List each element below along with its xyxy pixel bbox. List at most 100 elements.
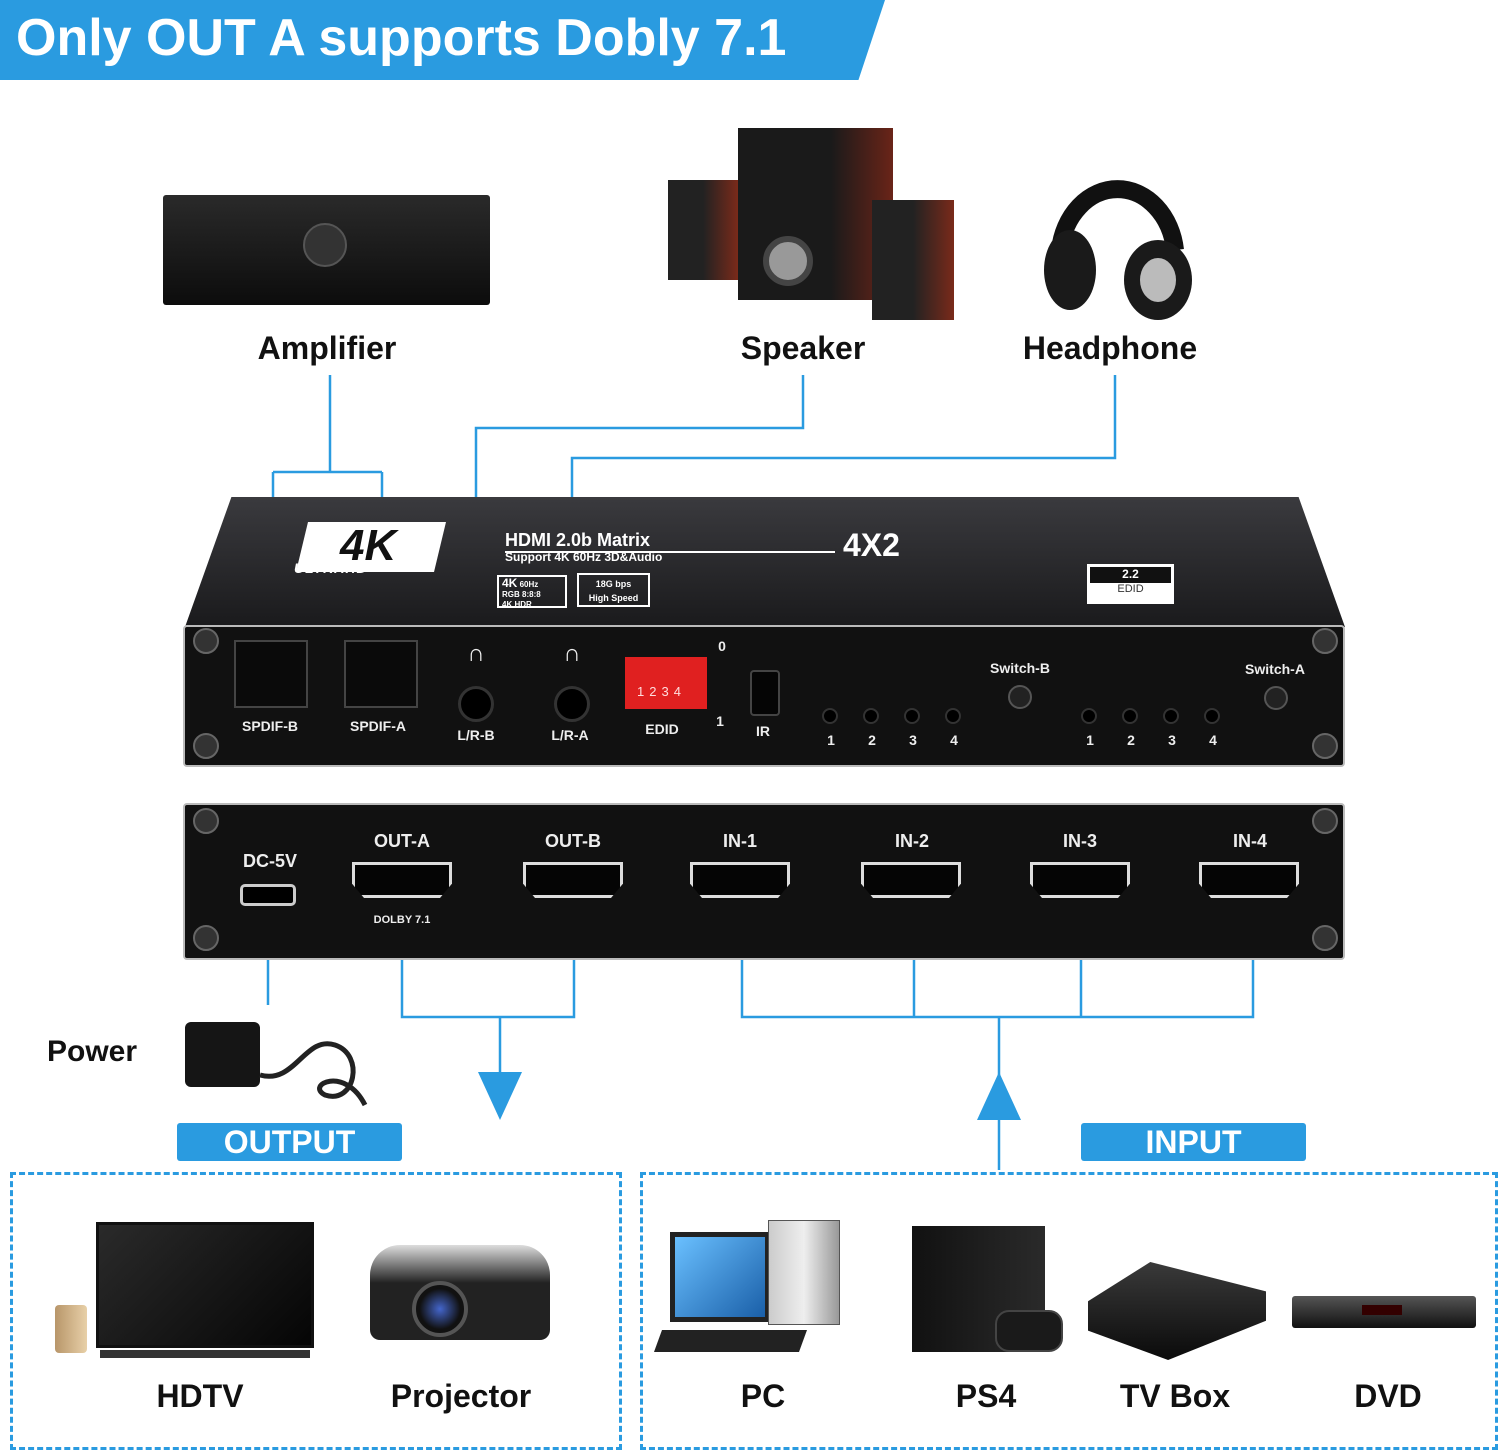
- soundbar-image: [55, 1305, 87, 1353]
- led-indicator: [1163, 708, 1179, 724]
- power-adapter-image: [185, 1022, 260, 1087]
- headphone-label: Headphone: [1022, 330, 1198, 366]
- switch-a-label: Switch-A: [1245, 661, 1305, 677]
- pc-keyboard-image: [653, 1330, 808, 1352]
- pc-label: PC: [740, 1378, 786, 1414]
- headphone-image: [1044, 180, 1192, 320]
- screw-icon: [1312, 925, 1338, 951]
- dc-5v-label: DC-5V: [242, 851, 298, 871]
- led-indicator: [904, 708, 920, 724]
- screw-icon: [1312, 628, 1338, 654]
- input-arrow: [977, 1072, 1021, 1120]
- tv-box-label: TV Box: [1119, 1378, 1231, 1414]
- in-2-hdmi-port[interactable]: [861, 862, 961, 898]
- ir-port: [750, 670, 780, 716]
- projector-label: Projector: [390, 1378, 532, 1414]
- input-line: [740, 935, 1255, 1170]
- pc-tower-image: [768, 1220, 840, 1325]
- ps4-label: PS4: [955, 1378, 1017, 1414]
- screw-icon: [193, 925, 219, 951]
- pc-monitor-image: [670, 1232, 770, 1322]
- title-banner: Only OUT A supports Dobly 7.1: [0, 0, 885, 80]
- spdif-b-label: SPDIF-B: [242, 718, 298, 734]
- hdtv-stand: [100, 1350, 310, 1358]
- screw-icon: [1312, 733, 1338, 759]
- led-indicator: [945, 708, 961, 724]
- dip-top-label: 0: [718, 638, 726, 654]
- power-cable-image: [259, 1041, 368, 1107]
- lr-a-jack[interactable]: [554, 686, 590, 722]
- edid-dip-switch[interactable]: 1234: [625, 657, 707, 709]
- power-label: Power: [47, 1035, 138, 1068]
- output-badge: OUTPUT: [177, 1123, 402, 1161]
- dvd-label: DVD: [1354, 1378, 1422, 1414]
- ps4-controller-image: [995, 1310, 1063, 1352]
- screw-icon: [1312, 808, 1338, 834]
- dvd-image: [1292, 1296, 1476, 1328]
- led-indicator: [1122, 708, 1138, 724]
- led-group-a: 1 2 3 4: [1081, 708, 1221, 748]
- dc-5v-port[interactable]: [240, 884, 296, 906]
- screw-icon: [193, 808, 219, 834]
- amplifier-line: [271, 375, 384, 635]
- in-1-label: IN-1: [722, 831, 758, 851]
- out-a-hdmi-port[interactable]: [352, 862, 452, 898]
- speaker-right-image: [872, 200, 954, 320]
- subwoofer-cone: [763, 236, 813, 286]
- out-b-label: OUT-B: [545, 831, 601, 851]
- device-title: HDMI 2.0b Matrix: [505, 530, 835, 553]
- dip-bottom-label: 1: [716, 713, 724, 729]
- screw-icon: [193, 628, 219, 654]
- device-model: 4X2: [843, 527, 900, 563]
- ultrahd-text: ULTRAHD: [294, 560, 368, 576]
- led-indicator: [863, 708, 879, 724]
- led-group-b: 1 2 3 4: [822, 708, 962, 748]
- in-4-hdmi-port[interactable]: [1199, 862, 1299, 898]
- switch-b-button[interactable]: [1008, 685, 1032, 709]
- edid-badge: 2.2 EDID: [1087, 564, 1174, 604]
- projector-lens: [412, 1281, 468, 1337]
- speaker-label: Speaker: [740, 330, 866, 366]
- banner-title: Only OUT A supports Dobly 7.1: [16, 9, 787, 67]
- in-3-hdmi-port[interactable]: [1030, 862, 1130, 898]
- hdtv-label: HDTV: [156, 1378, 244, 1414]
- speaker-left-image: [668, 180, 738, 280]
- out-a-label: OUT-A: [374, 831, 430, 851]
- input-badge: INPUT: [1081, 1123, 1306, 1161]
- led-indicator: [1204, 708, 1220, 724]
- in-2-label: IN-2: [894, 831, 930, 851]
- out-b-hdmi-port[interactable]: [523, 862, 623, 898]
- lr-a-label: L/R-A: [551, 727, 589, 743]
- dvd-display: [1362, 1305, 1402, 1315]
- in-3-label: IN-3: [1062, 831, 1098, 851]
- spdif-a-label: SPDIF-A: [350, 718, 406, 734]
- screw-icon: [193, 733, 219, 759]
- headphone-icon: ∩: [563, 640, 581, 667]
- ir-label: IR: [756, 723, 770, 739]
- in-4-label: IN-4: [1232, 831, 1268, 851]
- projector-image: [370, 1245, 550, 1340]
- lr-b-jack[interactable]: [458, 686, 494, 722]
- spdif-a-port[interactable]: [344, 640, 418, 708]
- subwoofer-image: [738, 128, 893, 300]
- output-arrow: [478, 1072, 522, 1120]
- switch-a-button[interactable]: [1264, 686, 1288, 710]
- headphone-icon: ∩: [467, 640, 485, 667]
- amplifier-image: [163, 195, 490, 305]
- in-1-hdmi-port[interactable]: [690, 862, 790, 898]
- amplifier-label: Amplifier: [257, 330, 397, 366]
- device-subtitle: Support 4K 60Hz 3D&Audio: [505, 550, 663, 564]
- led-indicator: [1081, 708, 1097, 724]
- edid-label: EDID: [645, 721, 679, 737]
- led-indicator: [822, 708, 838, 724]
- hdtv-image: [96, 1222, 314, 1348]
- spdif-b-port[interactable]: [234, 640, 308, 708]
- switch-b-label: Switch-B: [990, 660, 1050, 676]
- dolby-label: DOLBY 7.1: [373, 914, 431, 926]
- amplifier-knob: [303, 223, 347, 267]
- output-devices-box: [10, 1172, 622, 1450]
- 4k-logo: 4K: [296, 522, 446, 572]
